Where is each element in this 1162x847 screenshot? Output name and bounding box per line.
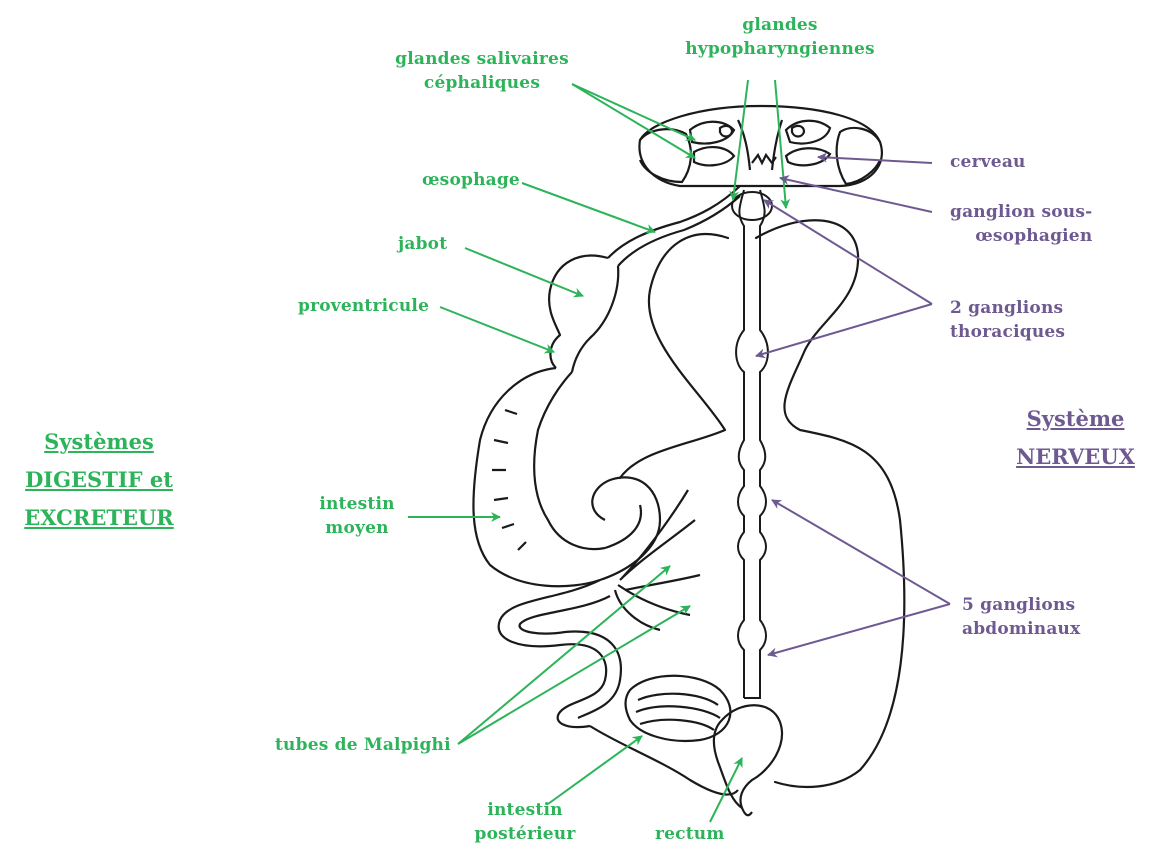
label-ganglion-sous-line-2: œsophagien — [950, 224, 1092, 248]
label-intestin-moyen-line-2: moyen — [312, 516, 402, 540]
label-glandes-salivaires-line-2: céphaliques — [382, 71, 582, 95]
label-ganglions-thoraciques-line-2: thoraciques — [950, 320, 1065, 344]
label-ganglions-thoraciques: 2 ganglions thoraciques — [950, 296, 1065, 344]
title-digestive: Systèmes DIGESTIF et EXCRETEUR — [8, 423, 190, 537]
label-intestin-posterieur-line-2: postérieur — [470, 822, 580, 846]
label-ganglions-abdominaux-line-2: abdominaux — [962, 617, 1080, 641]
label-ganglions-thoraciques-line-1: 2 ganglions — [950, 296, 1065, 320]
label-ganglions-abdominaux: 5 ganglions abdominaux — [962, 593, 1080, 641]
digestive-tract — [473, 186, 782, 815]
title-nervous-line-2: NERVEUX — [993, 438, 1158, 476]
label-ganglions-abdominaux-line-1: 5 ganglions — [962, 593, 1080, 617]
label-glandes-salivaires-line-1: glandes salivaires — [382, 47, 582, 71]
label-glandes-hypo-line-2: hypopharyngiennes — [670, 37, 890, 61]
title-nervous: Système NERVEUX — [993, 400, 1158, 476]
label-ganglion-sous-oesophagien: ganglion sous- œsophagien — [950, 200, 1092, 248]
label-oesophage: œsophage — [422, 168, 520, 192]
label-glandes-hypopharyngiennes: glandes hypopharyngiennes — [670, 13, 890, 61]
label-tubes-malpighi: tubes de Malpighi — [275, 733, 451, 757]
title-digestive-line-2: DIGESTIF et — [8, 461, 190, 499]
label-proventricule: proventricule — [298, 294, 429, 318]
body-outline — [620, 220, 904, 787]
title-digestive-line-3: EXCRETEUR — [8, 499, 190, 537]
label-rectum: rectum — [655, 822, 725, 846]
label-intestin-posterieur: intestin postérieur — [470, 798, 580, 846]
title-digestive-line-1: Systèmes — [8, 423, 190, 461]
sub-oesophageal-ganglion — [732, 192, 772, 220]
label-cerveau: cerveau — [950, 150, 1026, 174]
label-intestin-moyen: intestin moyen — [312, 492, 402, 540]
label-intestin-posterieur-line-1: intestin — [470, 798, 580, 822]
label-intestin-moyen-line-1: intestin — [312, 492, 402, 516]
label-glandes-salivaires: glandes salivaires céphaliques — [382, 47, 582, 95]
label-ganglion-sous-line-1: ganglion sous- — [950, 200, 1092, 224]
label-glandes-hypo-line-1: glandes — [670, 13, 890, 37]
label-jabot: jabot — [398, 232, 447, 256]
title-nervous-line-1: Système — [993, 400, 1158, 438]
nerve-cord — [732, 190, 772, 698]
